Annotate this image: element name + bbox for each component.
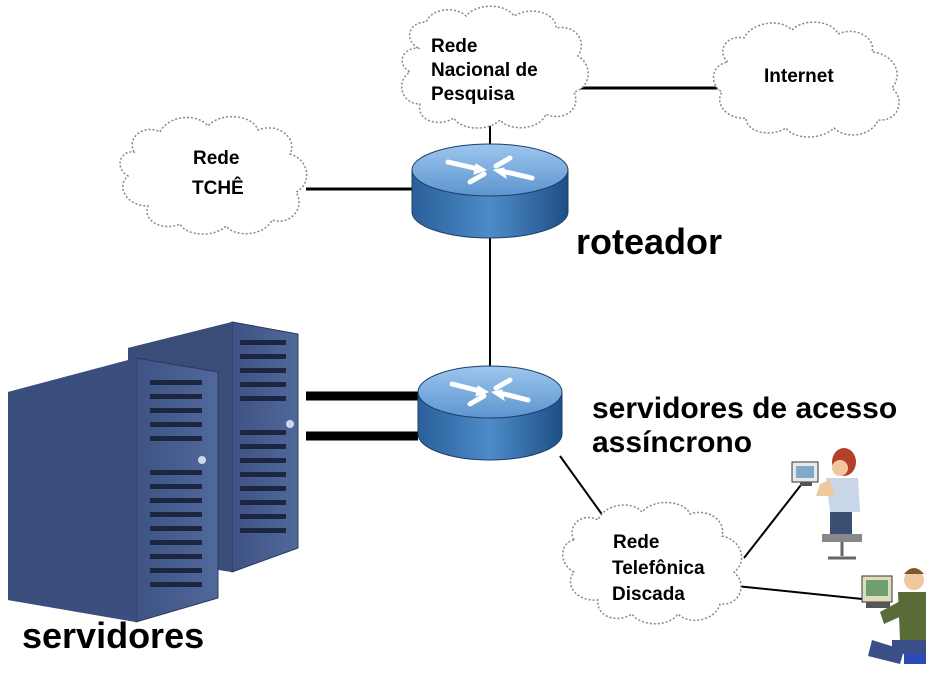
servers-label: servidores <box>22 615 204 656</box>
access-servers-label-line1: servidores de acesso <box>592 392 897 425</box>
access-servers-label-line2: assíncrono <box>592 426 752 459</box>
cloud-icon <box>119 115 308 235</box>
cloud-rede-nacional-de-pesquisa: Rede Nacional de Pesquisa <box>400 5 589 129</box>
cloud-label-line: Discada <box>612 584 685 605</box>
cloud-label-line: Internet <box>764 66 834 87</box>
user-2 <box>861 568 926 664</box>
user-at-computer-icon <box>791 448 862 560</box>
cloud-label-line: Rede <box>431 36 477 57</box>
connection-lines <box>306 86 873 601</box>
user-at-computer-icon <box>861 568 926 664</box>
cloud-icon <box>562 501 743 625</box>
cloud-label-line: Telefônica <box>612 558 705 579</box>
cloud-internet: Internet <box>712 21 900 138</box>
cloud-rede-telefonica-discada: Rede Telefônica Discada <box>562 501 743 625</box>
link-telefonica-user2 <box>735 585 873 601</box>
cloud-icon <box>712 21 900 138</box>
router-access-servers: servidores de acesso assíncrono <box>417 365 897 461</box>
link-telefonica-user1 <box>743 475 809 559</box>
router-icon <box>417 365 563 461</box>
servers: servidores <box>8 321 299 656</box>
cloud-label-line: TCHÊ <box>192 177 244 199</box>
cloud-rede-tche: Rede TCHÊ <box>119 115 308 235</box>
router-main: roteador <box>411 143 722 262</box>
cloud-label-line: Rede <box>613 532 659 553</box>
cloud-label-line: Rede <box>193 148 239 169</box>
cloud-icon <box>400 5 589 129</box>
link-access-telefonica <box>559 455 607 521</box>
router-label: roteador <box>576 221 722 262</box>
cloud-label-line: Pesquisa <box>431 84 515 105</box>
router-icon <box>411 143 569 239</box>
user-1 <box>791 448 862 560</box>
cloud-label-line: Nacional de <box>431 60 538 81</box>
server-rack-icon <box>8 321 299 623</box>
